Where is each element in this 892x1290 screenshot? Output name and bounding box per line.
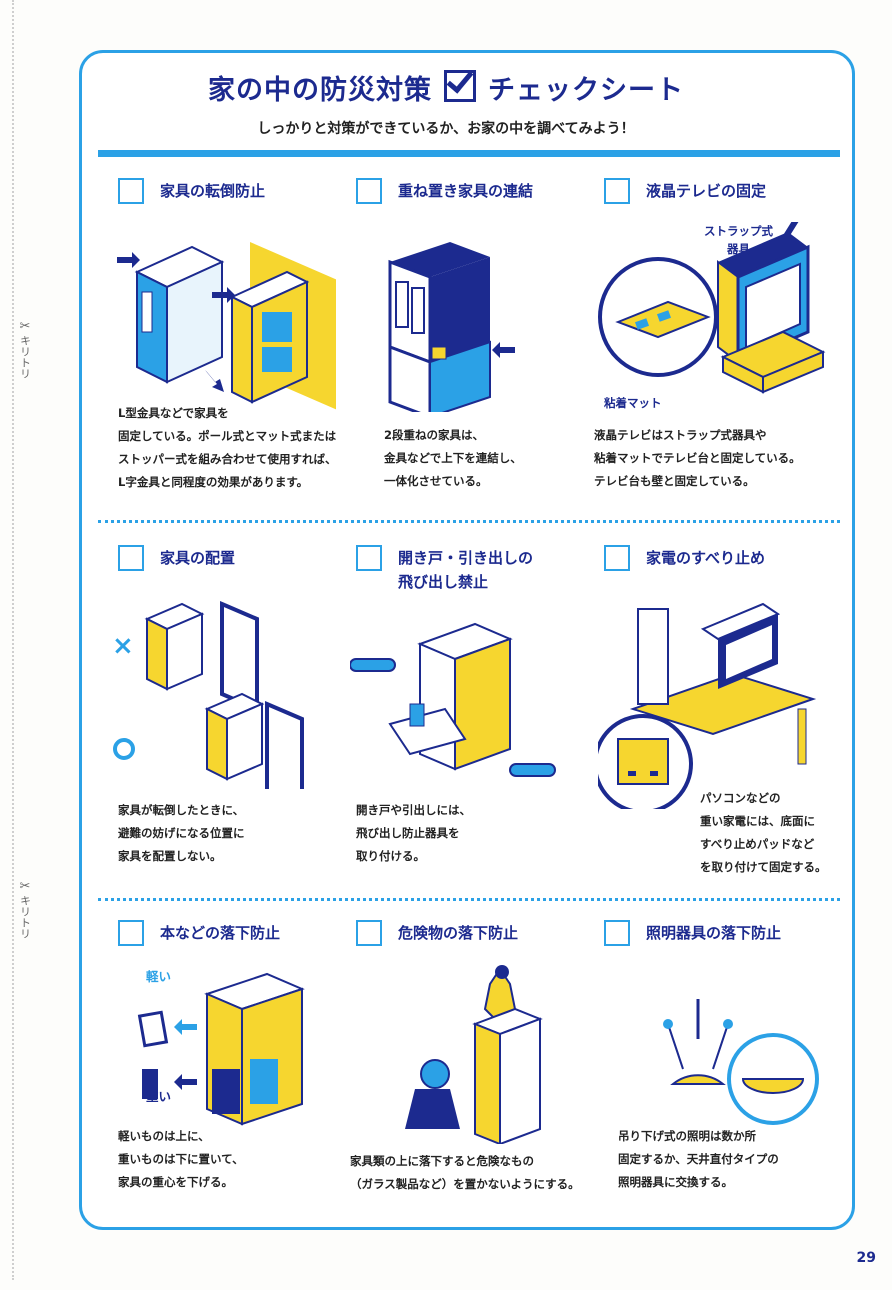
item-label: 液晶テレビの固定 xyxy=(646,182,767,200)
check-item-light-fixture: 照明器具の落下防止 吊り下げ式の照明は数か所 固定するか、天井直付タイプの 照明… xyxy=(584,920,832,1290)
check-item-furniture-fall: 家具の転倒防止 L型金具などで家具を 固定している。ポール式とマット式または ス… xyxy=(98,178,346,548)
checkbox[interactable] xyxy=(604,178,630,204)
cut-label: キリトリ xyxy=(18,335,32,379)
scissors-icon: ✂ xyxy=(19,319,31,334)
title-sub: チェックシート xyxy=(488,75,684,106)
checkbox[interactable] xyxy=(356,545,382,571)
item-description: 2段重ねの家具は、 金具などで上下を連結し、 一体化させている。 xyxy=(384,428,522,488)
item-label: 照明器具の落下防止 xyxy=(646,924,782,942)
row-divider-2 xyxy=(98,898,840,901)
title-main: 家の中の防災対策 xyxy=(208,75,432,106)
dangerous-objects-illustration xyxy=(350,964,574,1154)
check-item-appliance-antislip: 家電のすべり止め パソコンなどの 重い家電には、底面に すべり止めパッドなど を… xyxy=(584,545,832,915)
scissors-icon: ✂ xyxy=(19,879,31,894)
row-divider-1 xyxy=(98,520,840,523)
checkbox[interactable] xyxy=(356,178,382,204)
heavy-label: 重い xyxy=(146,1089,172,1104)
checkbox[interactable] xyxy=(118,178,144,204)
item-description: 液晶テレビはストラップ式器具や 粘着マットでテレビ台と固定している。 テレビ台も… xyxy=(594,428,801,488)
cut-guide-line xyxy=(0,0,14,1280)
appliance-antislip-illustration xyxy=(598,589,822,809)
item-description: L型金具などで家具を 固定している。ポール式とマット式または ストッパー式を組み… xyxy=(118,406,337,489)
cut-marker-1: ✂ キリトリ xyxy=(14,320,36,382)
light-label: 軽い xyxy=(146,969,172,984)
item-description: 開き戸や引出しには、 飛び出し防止器具を 取り付ける。 xyxy=(356,803,471,863)
checkbox[interactable] xyxy=(118,920,144,946)
light-fixture-illustration xyxy=(598,964,822,1154)
page-number: 29 xyxy=(856,1250,876,1266)
checkbox[interactable] xyxy=(356,920,382,946)
item-label: 家電のすべり止め xyxy=(646,549,765,567)
item-label: 家具の転倒防止 xyxy=(160,182,266,200)
checkbox[interactable] xyxy=(604,545,630,571)
item-label: 家具の配置 xyxy=(160,549,236,567)
svg-text:×: × xyxy=(112,631,134,661)
item-description: 軽いものは上に、 重いものは下に置いて、 家具の重心を下げる。 xyxy=(118,1129,244,1189)
page-subtitle: しっかりと対策ができているか、お家の中を調べてみよう！ xyxy=(257,121,635,137)
item-label: 重ね置き家具の連結 xyxy=(398,182,534,200)
furniture-fall-illustration xyxy=(112,222,336,412)
mat-callout: 粘着マット xyxy=(604,396,662,410)
cut-marker-2: ✂ キリトリ xyxy=(14,880,36,942)
check-item-furniture-placement: 家具の配置 × 家具が転倒したときに、 避難の妨げになる位置に 家具を配置しない… xyxy=(98,545,346,915)
check-item-stacked-furniture: 重ね置き家具の連結 2段重ねの家具は、 金具などで上下を連結し、 一体化させてい… xyxy=(336,178,584,548)
furniture-placement-illustration: × xyxy=(112,589,336,789)
tv-fix-illustration xyxy=(598,222,826,412)
header-divider xyxy=(98,150,840,157)
item-label: 開き戸・引き出しの 飛び出し禁止 xyxy=(398,549,534,591)
check-item-tv-fix: 液晶テレビの固定 ストラップ式 器具 粘着マット 液晶テレビはストラップ式器具や… xyxy=(584,178,832,548)
item-description: 家具が転倒したときに、 避難の妨げになる位置に 家具を配置しない。 xyxy=(118,803,245,863)
strap-callout: ストラップ式 器具 xyxy=(704,224,773,256)
page-title: 家の中の防災対策 チェックシート xyxy=(0,68,892,107)
check-item-book-fall: 本などの落下防止 軽い 重い 軽いものは上に、 重いものは下に置いて、 家具の重… xyxy=(98,920,346,1290)
checkbox[interactable] xyxy=(604,920,630,946)
check-item-dangerous-objects: 危険物の落下防止 家具類の上に落下すると危険なもの （ガラス製品など）を置かない… xyxy=(336,920,584,1290)
item-label: 危険物の落下防止 xyxy=(398,924,519,942)
item-description: パソコンなどの 重い家電には、底面に すべり止めパッドなど を取り付けて固定する… xyxy=(700,791,827,874)
item-description: 家具類の上に落下すると危険なもの （ガラス製品など）を置かないようにする。 xyxy=(350,1154,580,1191)
book-fall-illustration xyxy=(112,964,336,1154)
stacked-furniture-illustration xyxy=(350,222,574,412)
item-description: 吊り下げ式の照明は数か所 固定するか、天井直付タイプの 照明器具に交換する。 xyxy=(618,1129,779,1189)
item-label: 本などの落下防止 xyxy=(160,924,281,942)
check-item-drawer-lock: 開き戸・引き出しの 飛び出し禁止 開き戸や引出しには、 飛び出し防止器具を 取り… xyxy=(336,545,584,915)
checkmark-icon xyxy=(444,70,476,102)
cut-label: キリトリ xyxy=(18,895,32,939)
checkbox[interactable] xyxy=(118,545,144,571)
drawer-lock-illustration xyxy=(350,589,574,779)
